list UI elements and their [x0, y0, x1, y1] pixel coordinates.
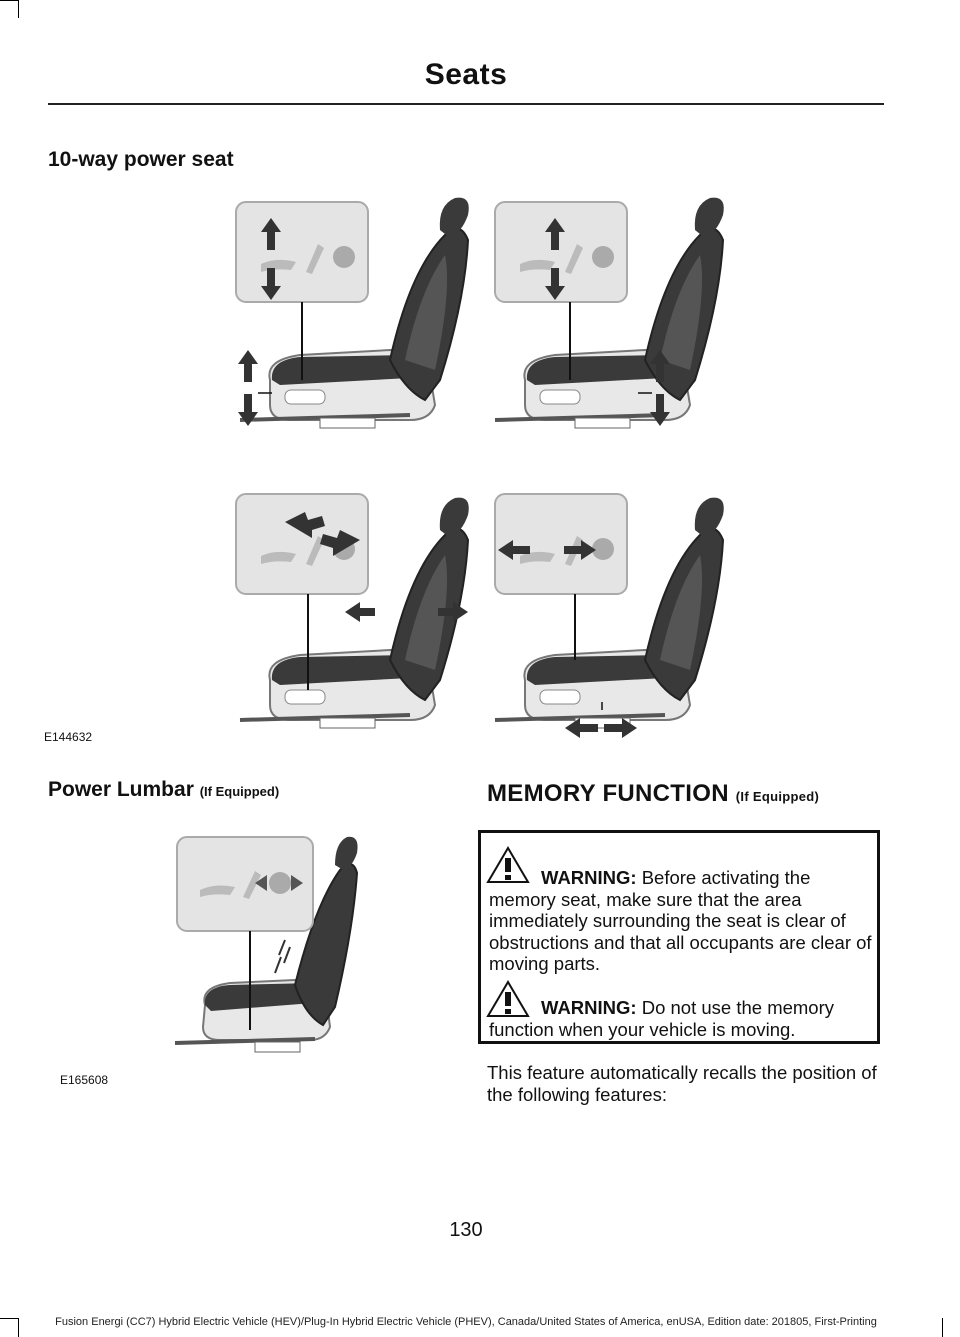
section-heading-text: Power Lumbar — [48, 778, 194, 801]
power-lumbar-illustration — [175, 836, 359, 1053]
if-equipped-note: (If Equipped) — [735, 789, 820, 804]
warning-label: WARNING: — [541, 867, 637, 888]
header-rule — [48, 103, 884, 105]
power-seat-illustration — [235, 195, 726, 738]
if-equipped-note: (If Equipped) — [199, 784, 280, 799]
crop-mark — [18, 0, 19, 18]
body-paragraph: This feature automatically recalls the p… — [487, 1062, 877, 1105]
crop-mark — [18, 1318, 19, 1337]
warning-icon — [486, 846, 530, 883]
section-heading-power-seat: 10-way power seat — [48, 148, 234, 171]
warning-paragraph: WARNING: Do not use the memory function … — [489, 997, 877, 1040]
section-heading-power-lumbar: Power Lumbar (If Equipped) — [48, 778, 279, 802]
page-number: 130 — [449, 1219, 483, 1241]
section-heading-memory-function: MEMORY FUNCTION (If Equipped) — [487, 780, 819, 808]
warning-text: Before activating the memory seat, make … — [489, 867, 872, 974]
warning-text: Do not use the memory function when your… — [489, 997, 834, 1040]
warning-icon — [486, 980, 530, 1017]
warning-paragraph: WARNING: Before activating the memory se… — [489, 867, 877, 975]
page-title: Seats — [424, 58, 508, 91]
warning-box: WARNING: Before activating the memory se… — [478, 830, 880, 1044]
warning-label: WARNING: — [541, 997, 637, 1018]
figure-code: E144632 — [44, 730, 93, 744]
crop-mark — [0, 0, 18, 1]
section-heading-text: MEMORY FUNCTION — [487, 780, 729, 807]
figure-code: E165608 — [60, 1073, 109, 1087]
page-footer: Fusion Energi (CC7) Hybrid Electric Vehi… — [55, 1316, 877, 1328]
crop-mark — [0, 1318, 18, 1319]
crop-mark — [942, 1318, 943, 1337]
